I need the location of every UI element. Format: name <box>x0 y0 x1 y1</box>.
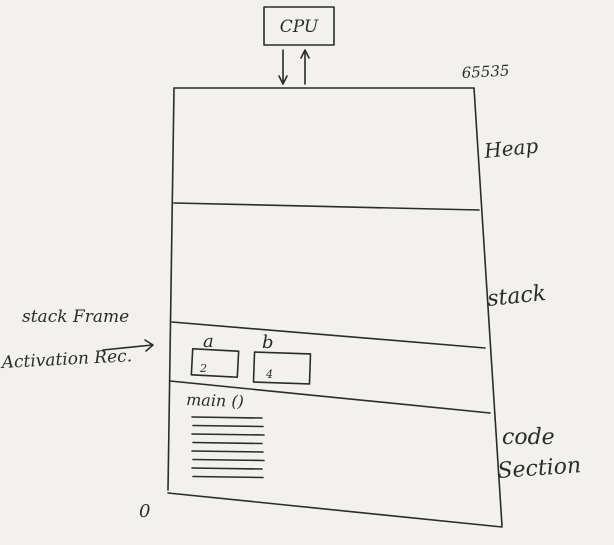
stack-label: stack <box>486 281 547 312</box>
code-line <box>191 467 263 470</box>
heap-label: Heap <box>482 133 539 163</box>
code-line <box>192 458 265 462</box>
variable-b-value: 4 <box>265 368 273 381</box>
memory-block <box>167 87 503 528</box>
top-address: 65535 <box>461 62 510 82</box>
memory-right-edge <box>473 87 503 527</box>
heap-stack-divider <box>173 202 480 211</box>
variable-a-box <box>190 348 240 378</box>
variable-b: b 4 <box>252 332 312 385</box>
code-line <box>191 450 264 453</box>
activation-record-arrow <box>102 344 153 351</box>
cpu-box <box>263 6 335 46</box>
variable-b-name: b <box>262 332 274 353</box>
code-line <box>191 433 265 436</box>
main-function-label: main () <box>186 390 244 411</box>
memory-left-edge <box>167 87 175 491</box>
variable-a: a 2 <box>190 331 240 378</box>
section-label: Section <box>497 453 582 484</box>
stack-frame-label: stack Frame <box>22 307 129 327</box>
cpu-label: CPU <box>280 17 319 37</box>
code-line <box>192 424 264 428</box>
cpu-block: CPU <box>263 6 335 85</box>
variable-b-box <box>252 351 312 385</box>
code-label: code <box>502 425 555 450</box>
variable-a-value: 2 <box>199 362 207 375</box>
code-line <box>191 416 263 419</box>
bottom-address: 0 <box>139 501 150 522</box>
activation-record-arrow-head <box>144 339 154 352</box>
variable-a-name: a <box>203 331 214 352</box>
code-lines <box>191 416 265 479</box>
code-line <box>192 441 263 445</box>
stack-code-divider <box>169 380 491 414</box>
arrow-down-head <box>278 75 288 85</box>
activation-record-label: Activation Rec. <box>0 346 133 373</box>
memory-bottom-edge <box>167 492 503 528</box>
stack-frame-top-divider <box>171 321 486 349</box>
code-line <box>192 475 264 479</box>
arrow-up-head <box>300 49 310 59</box>
